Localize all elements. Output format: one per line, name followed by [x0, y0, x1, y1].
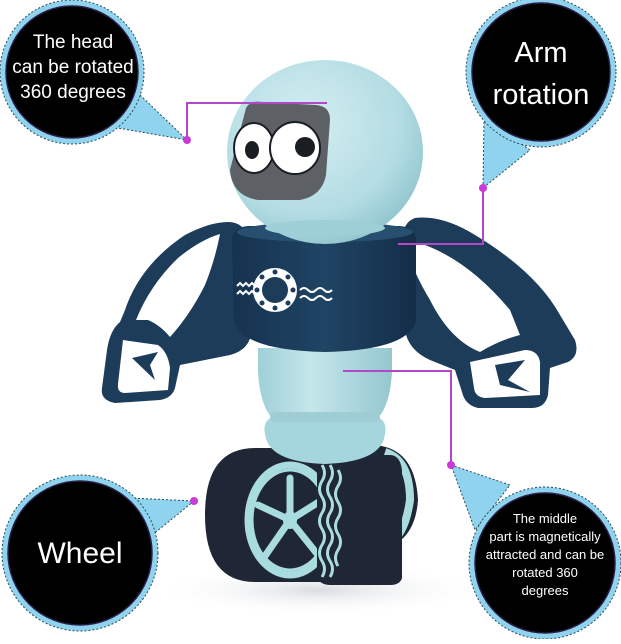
- callout-middle-line: degrees: [521, 583, 569, 598]
- leader-dot-wheel: [190, 497, 198, 505]
- callout-wheel: [1, 474, 198, 632]
- callout-head-line: can be rotated: [12, 57, 134, 78]
- wheel-base: [205, 445, 418, 585]
- callout-head-text: The head can be rotated 360 degrees: [2, 30, 144, 105]
- middle-section: [258, 348, 392, 464]
- leader-dot-middle: [447, 461, 455, 469]
- callout-head-line: The head: [32, 32, 114, 53]
- callout-head-line: 360 degrees: [20, 82, 126, 103]
- leader-line-head: [186, 102, 327, 140]
- callout-arm-line: Arm: [514, 37, 568, 69]
- callout-head: [0, 0, 327, 145]
- callout-middle-line: part is magnetically: [489, 529, 601, 544]
- tread-pattern-icon: [318, 464, 342, 578]
- leader-dot-arm: [479, 184, 487, 192]
- right-arm: [402, 217, 577, 408]
- leader-line-arm: [398, 188, 484, 245]
- callout-arm: [398, 0, 617, 245]
- callout-middle-line: The middle: [512, 511, 578, 526]
- left-arm: [101, 222, 252, 403]
- callout-wheel-line: Wheel: [37, 537, 123, 570]
- callout-arm-line: rotation: [492, 79, 590, 111]
- callout-wheel-text: Wheel: [8, 535, 152, 573]
- leader-dot-head: [183, 136, 191, 144]
- callout-arm-text: Arm rotation: [472, 32, 610, 116]
- callout-middle: [343, 370, 621, 640]
- callout-middle-line: rotated 360: [512, 565, 578, 580]
- right-wheel-block: [317, 455, 402, 585]
- callout-middle-text: The middle part is magnetically attracte…: [474, 510, 616, 600]
- leader-line-middle: [343, 370, 452, 465]
- porthole-emblem-icon: [236, 268, 333, 312]
- callout-middle-line: attracted and can be: [485, 547, 605, 562]
- head: [227, 60, 423, 244]
- eyes: [233, 121, 321, 175]
